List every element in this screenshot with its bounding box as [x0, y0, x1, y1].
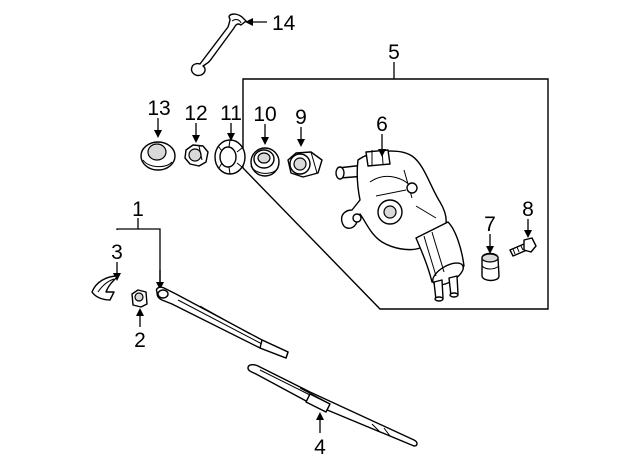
callout-10: 10	[253, 103, 276, 126]
callout-12: 12	[184, 102, 207, 125]
wiper-arm	[155, 286, 289, 359]
callout-4: 4	[314, 436, 326, 459]
callout-7: 7	[484, 213, 496, 236]
callout-1: 1	[132, 198, 144, 221]
callout-1-bracket	[116, 228, 161, 285]
callout-13: 13	[147, 97, 170, 120]
callout-6: 6	[376, 113, 388, 136]
pivot-cap	[140, 141, 176, 171]
pivot-nut	[184, 144, 209, 167]
wiper-motor	[335, 148, 465, 302]
callout-8: 8	[522, 198, 534, 221]
pivot-seal	[287, 151, 323, 178]
callout-5: 5	[388, 41, 400, 64]
pivot-bushing	[250, 147, 280, 177]
callout-9: 9	[295, 106, 307, 129]
arm-cover	[91, 275, 119, 301]
arm-nut	[131, 289, 148, 308]
washer-hose	[190, 13, 247, 77]
callout-11: 11	[220, 102, 242, 125]
callout-2: 2	[134, 329, 146, 352]
wiper-blade	[247, 363, 418, 447]
callout-14: 14	[272, 12, 296, 35]
mounting-bolt	[509, 237, 537, 257]
motor-grommet	[481, 252, 500, 282]
callout-3: 3	[111, 241, 123, 264]
grommet-washer	[214, 139, 246, 175]
